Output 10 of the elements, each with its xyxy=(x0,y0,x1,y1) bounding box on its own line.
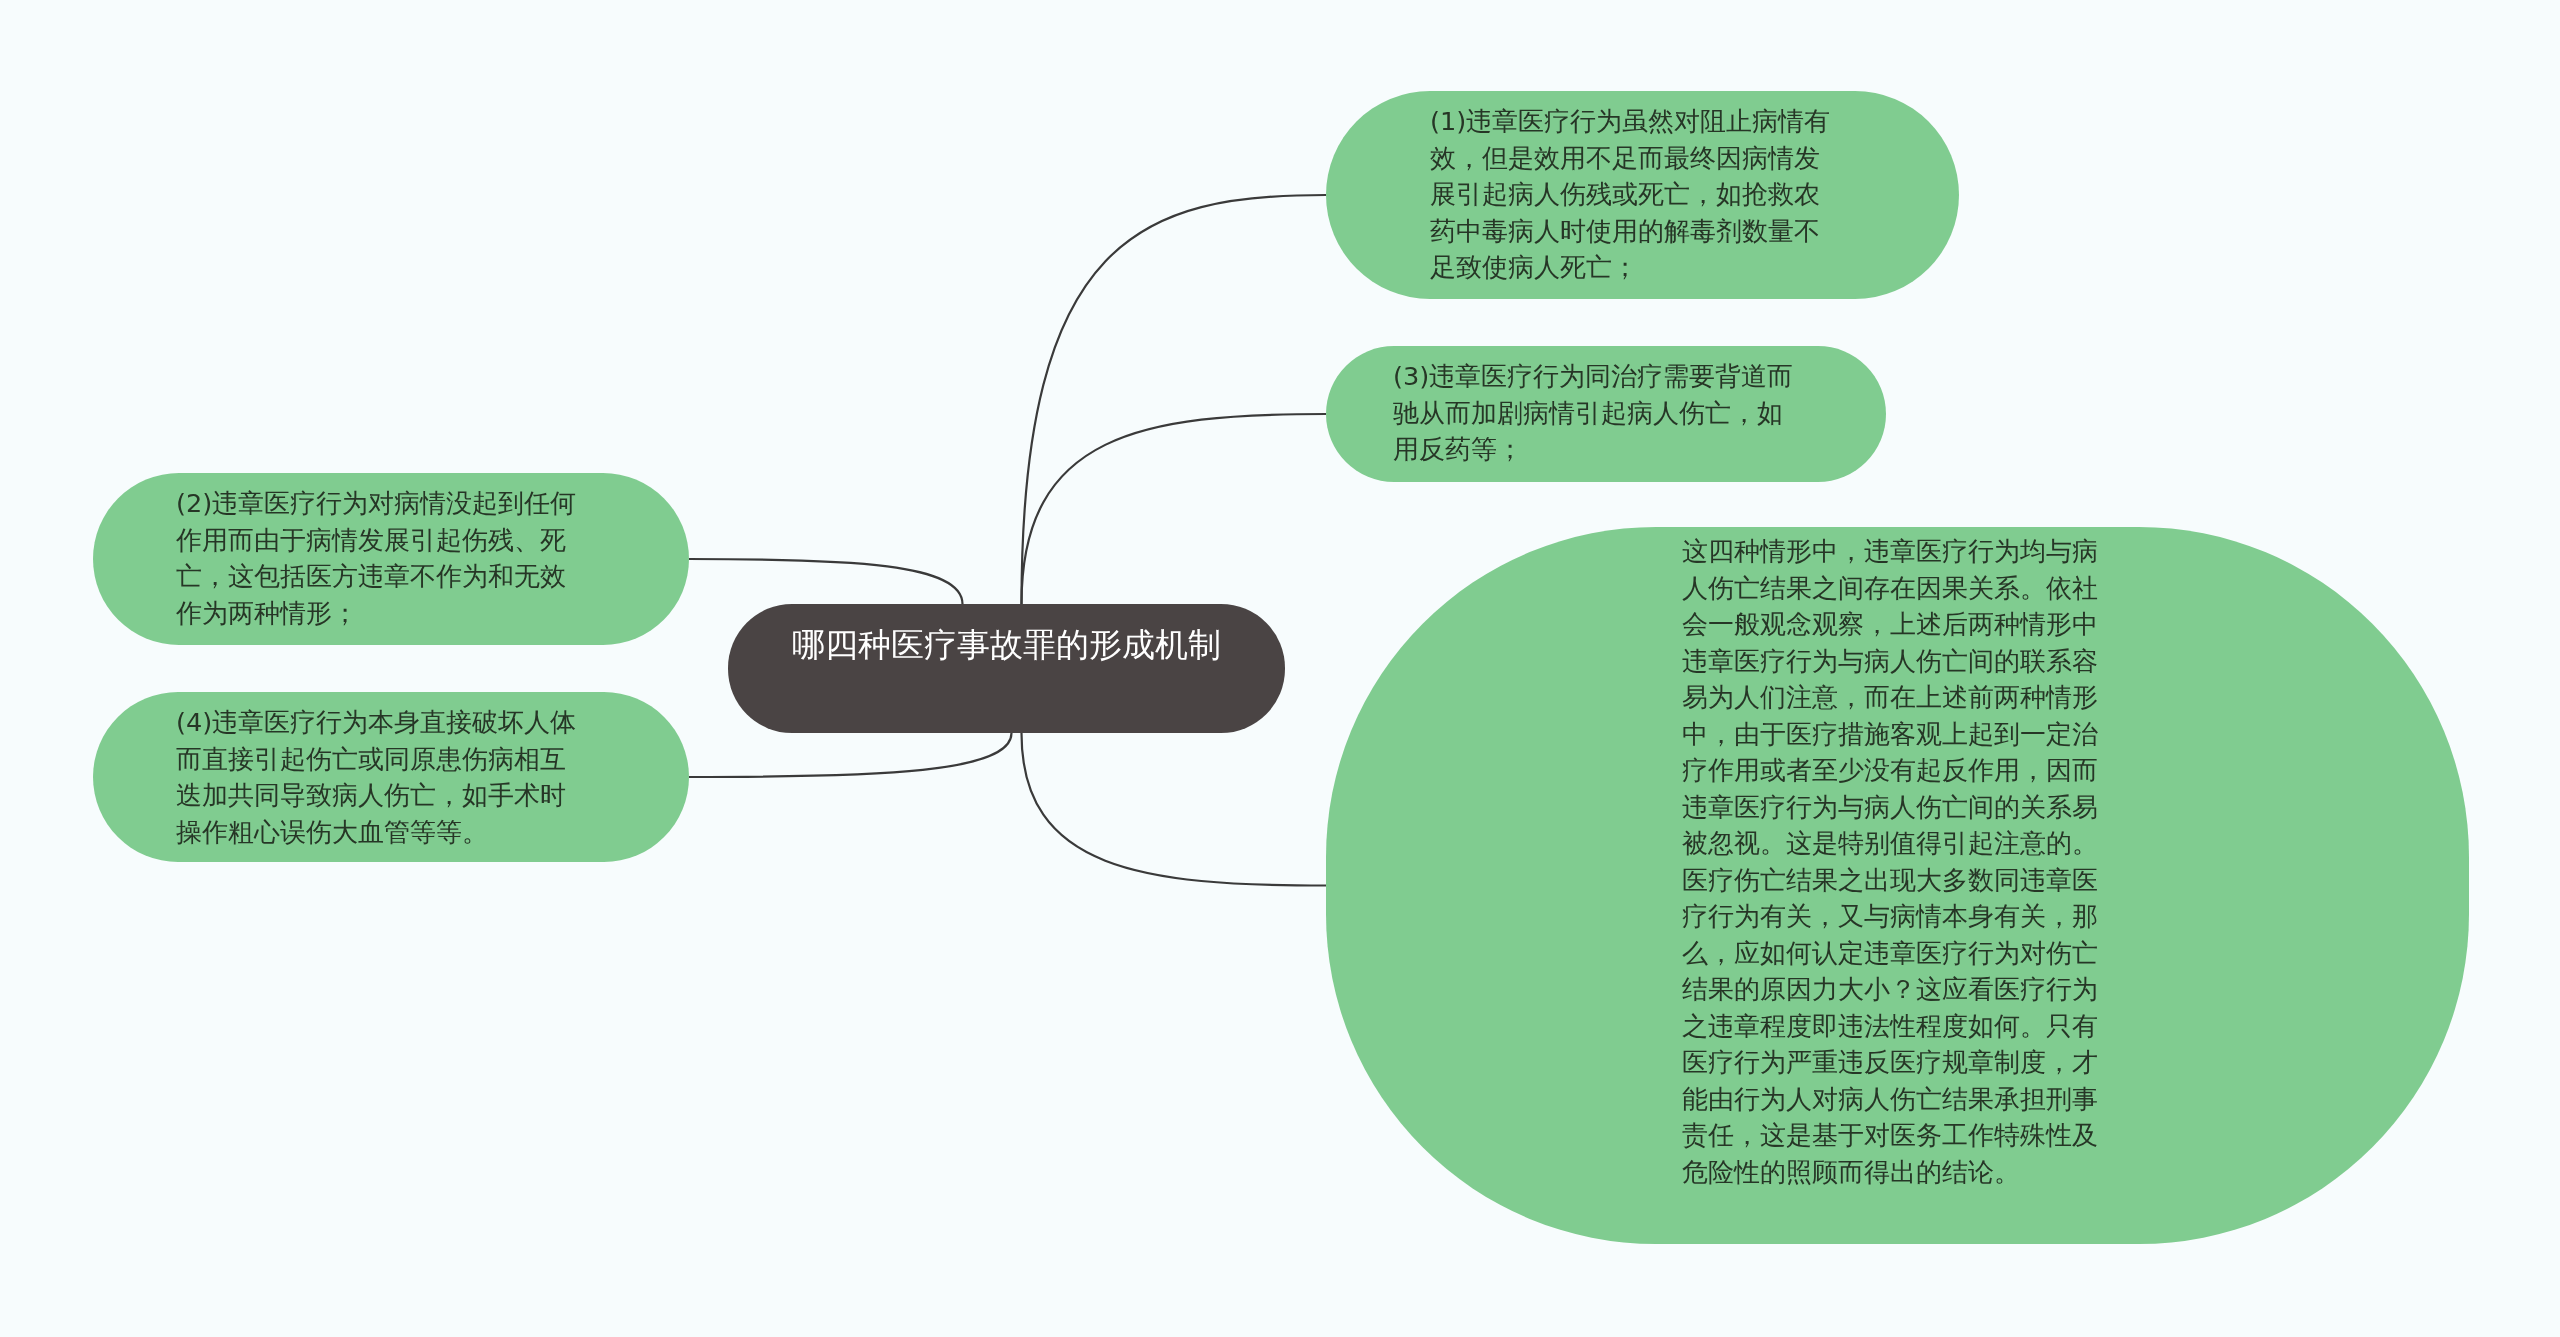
node-text: (4)违章医疗行为本身直接破坏人体而直接引起伤亡或同原患伤病相互迭加共同导致病人伤亡，如手术时操作粗心误伤大血管等等。 xyxy=(176,706,578,849)
connector-line xyxy=(689,557,964,605)
connector-line xyxy=(1020,412,1326,605)
connector-line xyxy=(689,732,1013,779)
topic-text: 哪四种医疗事故罪的形成机制 xyxy=(791,624,1222,666)
node-text: (3)违章医疗行为同治疗需要背道而驰从而加剧病情引起病人伤亡，如用反药等； xyxy=(1393,360,1795,466)
connector-line xyxy=(1020,732,1326,887)
node-text: (2)违章医疗行为对病情没起到任何作用而由于病情发展引起伤残、死亡，这包括医方违章不作为和无效作为两种情形； xyxy=(176,487,578,630)
node-text: (1)违章医疗行为虽然对阻止病情有效，但是效用不足而最终因病情发展引起病人伤残或死亡，如抢救农药中毒病人时使用的解毒剂数量不足致使病人死亡； xyxy=(1430,105,1832,284)
node-text: 这四种情形中，违章医疗行为均与病人伤亡结果之间存在因果关系。依社会一般观念观察，上述后两种情形中违章医疗行为与病人伤亡间的联系容易为人们注意，而在上述前两种情形中，由于医疗措施客观上起到一定治疗作用或者至少没有起反作用，因而违章医疗行为与病人伤亡间的关系易被忽视。这是特别值得引起注意的。医疗伤亡结果之出现大多数同违章医疗行为有关，又与病情本身有关，那么，应如何认定违章医疗行为对伤亡结果的原因力大小？这应看医疗行为之违章程度即违法性程度如何。只有医疗行为严重违反医疗规章制度，才能由行为人对病人伤亡结果承担刑事责任，这是基于对医务工作特殊性及危险性的照顾而得出的结论。 xyxy=(1682,535,2099,1189)
